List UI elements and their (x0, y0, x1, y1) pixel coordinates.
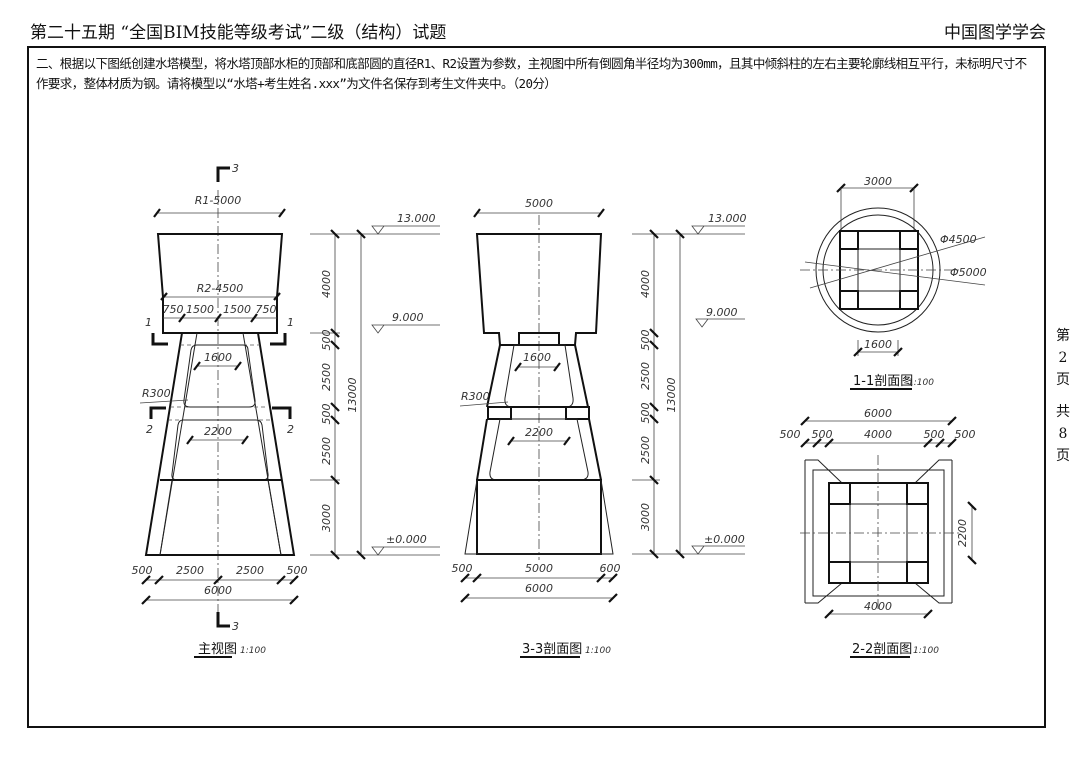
dim-label: 500 (955, 428, 976, 441)
dim-label: 5000 (525, 197, 553, 210)
question-text: 二、根据以下图纸创建水塔模型，将水塔顶部水柜的顶部和底部圆的直径R1、R2设置为… (36, 56, 1027, 91)
section-label: 1 (145, 316, 152, 329)
fillet-radius-label: R300 (142, 387, 171, 400)
page-label: 第 (1056, 328, 1070, 344)
section-label: 2 (287, 423, 294, 436)
dim-label: 750 (256, 303, 277, 316)
main-view: 3 3 R1-5000 R2-4500 750 1500 1500 750 16… (132, 162, 440, 658)
height-dim: 3000 (320, 504, 333, 532)
dim-label: 6000 (525, 582, 553, 595)
page-label: 页 (1056, 372, 1070, 388)
section-3-3-view: 5000 1600 2200 R300 4000 500 2500 500 25… (452, 197, 747, 658)
view-title: 主视图 (198, 642, 237, 657)
dim-label: 5000 (525, 562, 553, 575)
height-dim: 500 (639, 330, 652, 351)
section-label: 3 (232, 162, 239, 175)
height-dim: 4000 (639, 270, 652, 298)
page-indicator: 第 2 页 共 8 页 (1054, 325, 1072, 467)
section-label: 3 (232, 620, 239, 633)
dim-label: 750 (163, 303, 184, 316)
dim-label: 500 (812, 428, 833, 441)
organization-name: 中国图学学会 (944, 23, 1046, 43)
dim-label: 3000 (864, 175, 892, 188)
dim-label: 600 (600, 562, 621, 575)
section-label: 1 (287, 316, 294, 329)
height-dim: 500 (320, 330, 333, 351)
dim-label: 500 (780, 428, 801, 441)
dim-label: 500 (132, 564, 153, 577)
total-height-dim: 13000 (346, 378, 359, 413)
elevation-label: 9.000 (706, 306, 738, 319)
section-mark-3-top (216, 166, 230, 182)
dim-label: 2500 (176, 564, 204, 577)
section-mark-3-bottom (216, 612, 230, 628)
dim-label: 2500 (236, 564, 264, 577)
fillet-radius-label: R300 (461, 390, 490, 403)
dim-label: 1500 (223, 303, 251, 316)
dim-label: 1500 (186, 303, 214, 316)
dim-label: 500 (924, 428, 945, 441)
height-dim: 2500 (320, 363, 333, 391)
elevation-label: 13.000 (708, 212, 747, 225)
height-dim: 2500 (639, 362, 652, 390)
tower-legs (144, 332, 296, 556)
view-title: 1-1剖面图 (853, 374, 913, 389)
total-label: 共 (1056, 404, 1070, 420)
total-label: 页 (1056, 448, 1070, 464)
elevation-label: 13.000 (397, 212, 436, 225)
r2-dimension: R2-4500 (197, 282, 244, 295)
total-pages: 8 (1058, 426, 1068, 442)
dim-label: 2200 (956, 519, 969, 547)
dim-label: 1600 (523, 351, 551, 364)
page-number: 2 (1058, 350, 1068, 366)
dim-label: 6000 (204, 584, 232, 597)
diameter-label: Φ4500 (940, 233, 977, 246)
height-dim: 4000 (320, 270, 333, 298)
dim-label: 6000 (864, 407, 892, 420)
r1-dimension: R1-5000 (195, 194, 242, 207)
dim-label: 2200 (525, 426, 553, 439)
height-dim: 2500 (320, 437, 333, 465)
view-scale: 1:100 (913, 646, 939, 656)
dim-label: 1600 (204, 351, 232, 364)
dim-label: 500 (287, 564, 308, 577)
view-scale: 1:100 (585, 646, 611, 656)
diameter-label: Φ5000 (950, 266, 987, 279)
dim-label: 4000 (864, 600, 892, 613)
section-1-1-view: 3000 Φ4500 Φ5000 1600 1-1剖面图 1:100 (800, 175, 987, 390)
drawing-frame (27, 46, 1046, 728)
exam-title: 第二十五期 “全国BIM技能等级考试”二级（结构）试题 (30, 23, 447, 43)
dim-label: 2200 (204, 425, 232, 438)
dim-label: 4000 (864, 428, 892, 441)
dim-label: 1600 (864, 338, 892, 351)
view-title: 2-2剖面图 (852, 642, 912, 657)
height-dim: 500 (639, 403, 652, 424)
dim-label: 500 (452, 562, 473, 575)
section-label: 2 (146, 423, 153, 436)
elevation-label: 9.000 (392, 311, 424, 324)
view-title: 3-3剖面图 (522, 642, 582, 657)
elevation-label: ±0.000 (704, 533, 745, 546)
view-scale: 1:100 (240, 646, 266, 656)
height-dim: 500 (320, 404, 333, 425)
view-scale: 1:100 (908, 378, 934, 388)
section-2-2-view: 6000 500 500 4000 500 500 2200 4000 2-2剖… (780, 407, 977, 658)
upper-opening (183, 344, 256, 408)
height-dim: 2500 (639, 436, 652, 464)
elevation-label: ±0.000 (386, 533, 427, 546)
height-dim: 3000 (639, 503, 652, 531)
total-height-dim: 13000 (665, 378, 678, 413)
